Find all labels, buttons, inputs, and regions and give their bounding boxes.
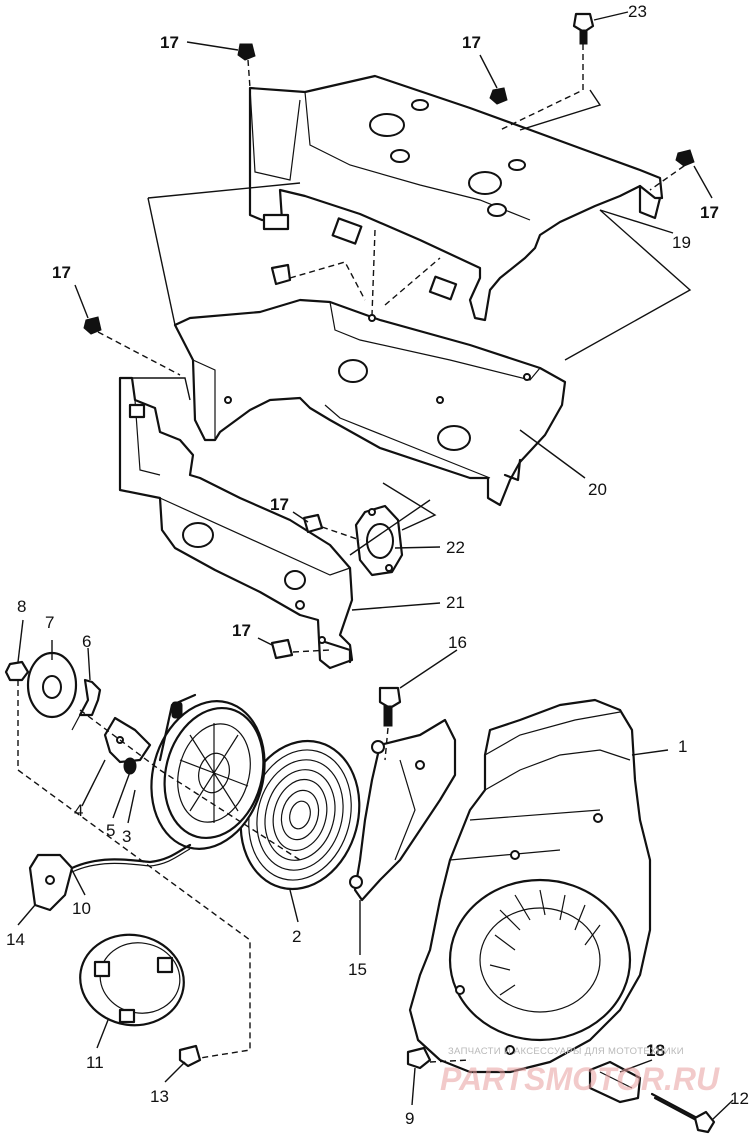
callout-20: 20 — [588, 480, 607, 499]
callout-22: 22 — [446, 538, 465, 557]
callout-10: 10 — [72, 899, 91, 918]
callout-1: 1 — [678, 737, 687, 756]
recoil-spring-2 — [239, 739, 361, 891]
callout-4: 4 — [74, 801, 83, 820]
callout-17-center: 17 — [270, 495, 289, 514]
upper-shroud-plate-19 — [248, 74, 664, 322]
callout-2: 2 — [292, 927, 301, 946]
spacer-plate-18 — [588, 1060, 642, 1104]
bolt-23 — [572, 12, 595, 45]
pawl-4 — [103, 716, 152, 764]
callout-17-top-left: 17 — [160, 33, 179, 52]
callout-19: 19 — [672, 233, 691, 252]
pawl-spring-5 — [123, 757, 137, 775]
callout-leaders — [17, 11, 734, 1121]
callout-17-top-center: 17 — [462, 33, 481, 52]
callout-17-top-right: 17 — [700, 203, 719, 222]
bolt-9 — [406, 1046, 432, 1070]
callout-9: 9 — [405, 1109, 414, 1128]
projection-lines — [130, 89, 692, 556]
cover-washer-7 — [26, 651, 78, 719]
callout-17-lower: 17 — [232, 621, 251, 640]
callout-21: 21 — [446, 593, 465, 612]
lower-shroud-frame-20 — [173, 298, 567, 507]
callout-17-left: 17 — [52, 263, 71, 282]
bolt-16 — [378, 686, 402, 727]
callout-5: 5 — [106, 821, 115, 840]
starter-pulley-3 — [150, 693, 266, 850]
watermark-logo: PARTSMOTOR.RU — [440, 1061, 720, 1097]
callout-16: 16 — [448, 633, 467, 652]
assembly-lines — [17, 44, 685, 1063]
callout-18: 18 — [646, 1041, 665, 1060]
callout-15: 15 — [348, 960, 367, 979]
bracket-15 — [349, 718, 457, 902]
bolt-13 — [178, 1044, 202, 1068]
callout-14: 14 — [6, 930, 25, 949]
rope-guide-11 — [79, 933, 185, 1027]
starter-rope-10 — [70, 843, 192, 873]
side-bracket-panel-21 — [118, 376, 354, 670]
callout-12: 12 — [730, 1089, 749, 1108]
gasket-22 — [354, 504, 404, 577]
fan-housing-1 — [408, 698, 652, 1074]
bolt-12 — [650, 1092, 716, 1134]
callout-13: 13 — [150, 1087, 169, 1106]
watermark: ЗАПЧАСТИ И АКСЕССУАРЫ ДЛЯ МОТОТЕХНИКИ PA… — [440, 1046, 720, 1097]
callout-23: 23 — [628, 2, 647, 21]
callout-6: 6 — [82, 632, 91, 651]
starter-handle-14 — [28, 853, 74, 912]
callout-8: 8 — [17, 597, 26, 616]
watermark-tagline: ЗАПЧАСТИ И АКСЕССУАРЫ ДЛЯ МОТОТЕХНИКИ — [448, 1046, 684, 1057]
fasteners-17 — [83, 43, 695, 660]
spring-clip-6 — [71, 678, 102, 731]
callout-3: 3 — [122, 827, 131, 846]
callout-11: 11 — [86, 1053, 104, 1072]
callout-7: 7 — [45, 613, 54, 632]
nut-8 — [4, 660, 30, 682]
callout-labels: 17 17 23 17 19 17 20 17 22 21 17 16 1 8 … — [6, 2, 749, 1128]
